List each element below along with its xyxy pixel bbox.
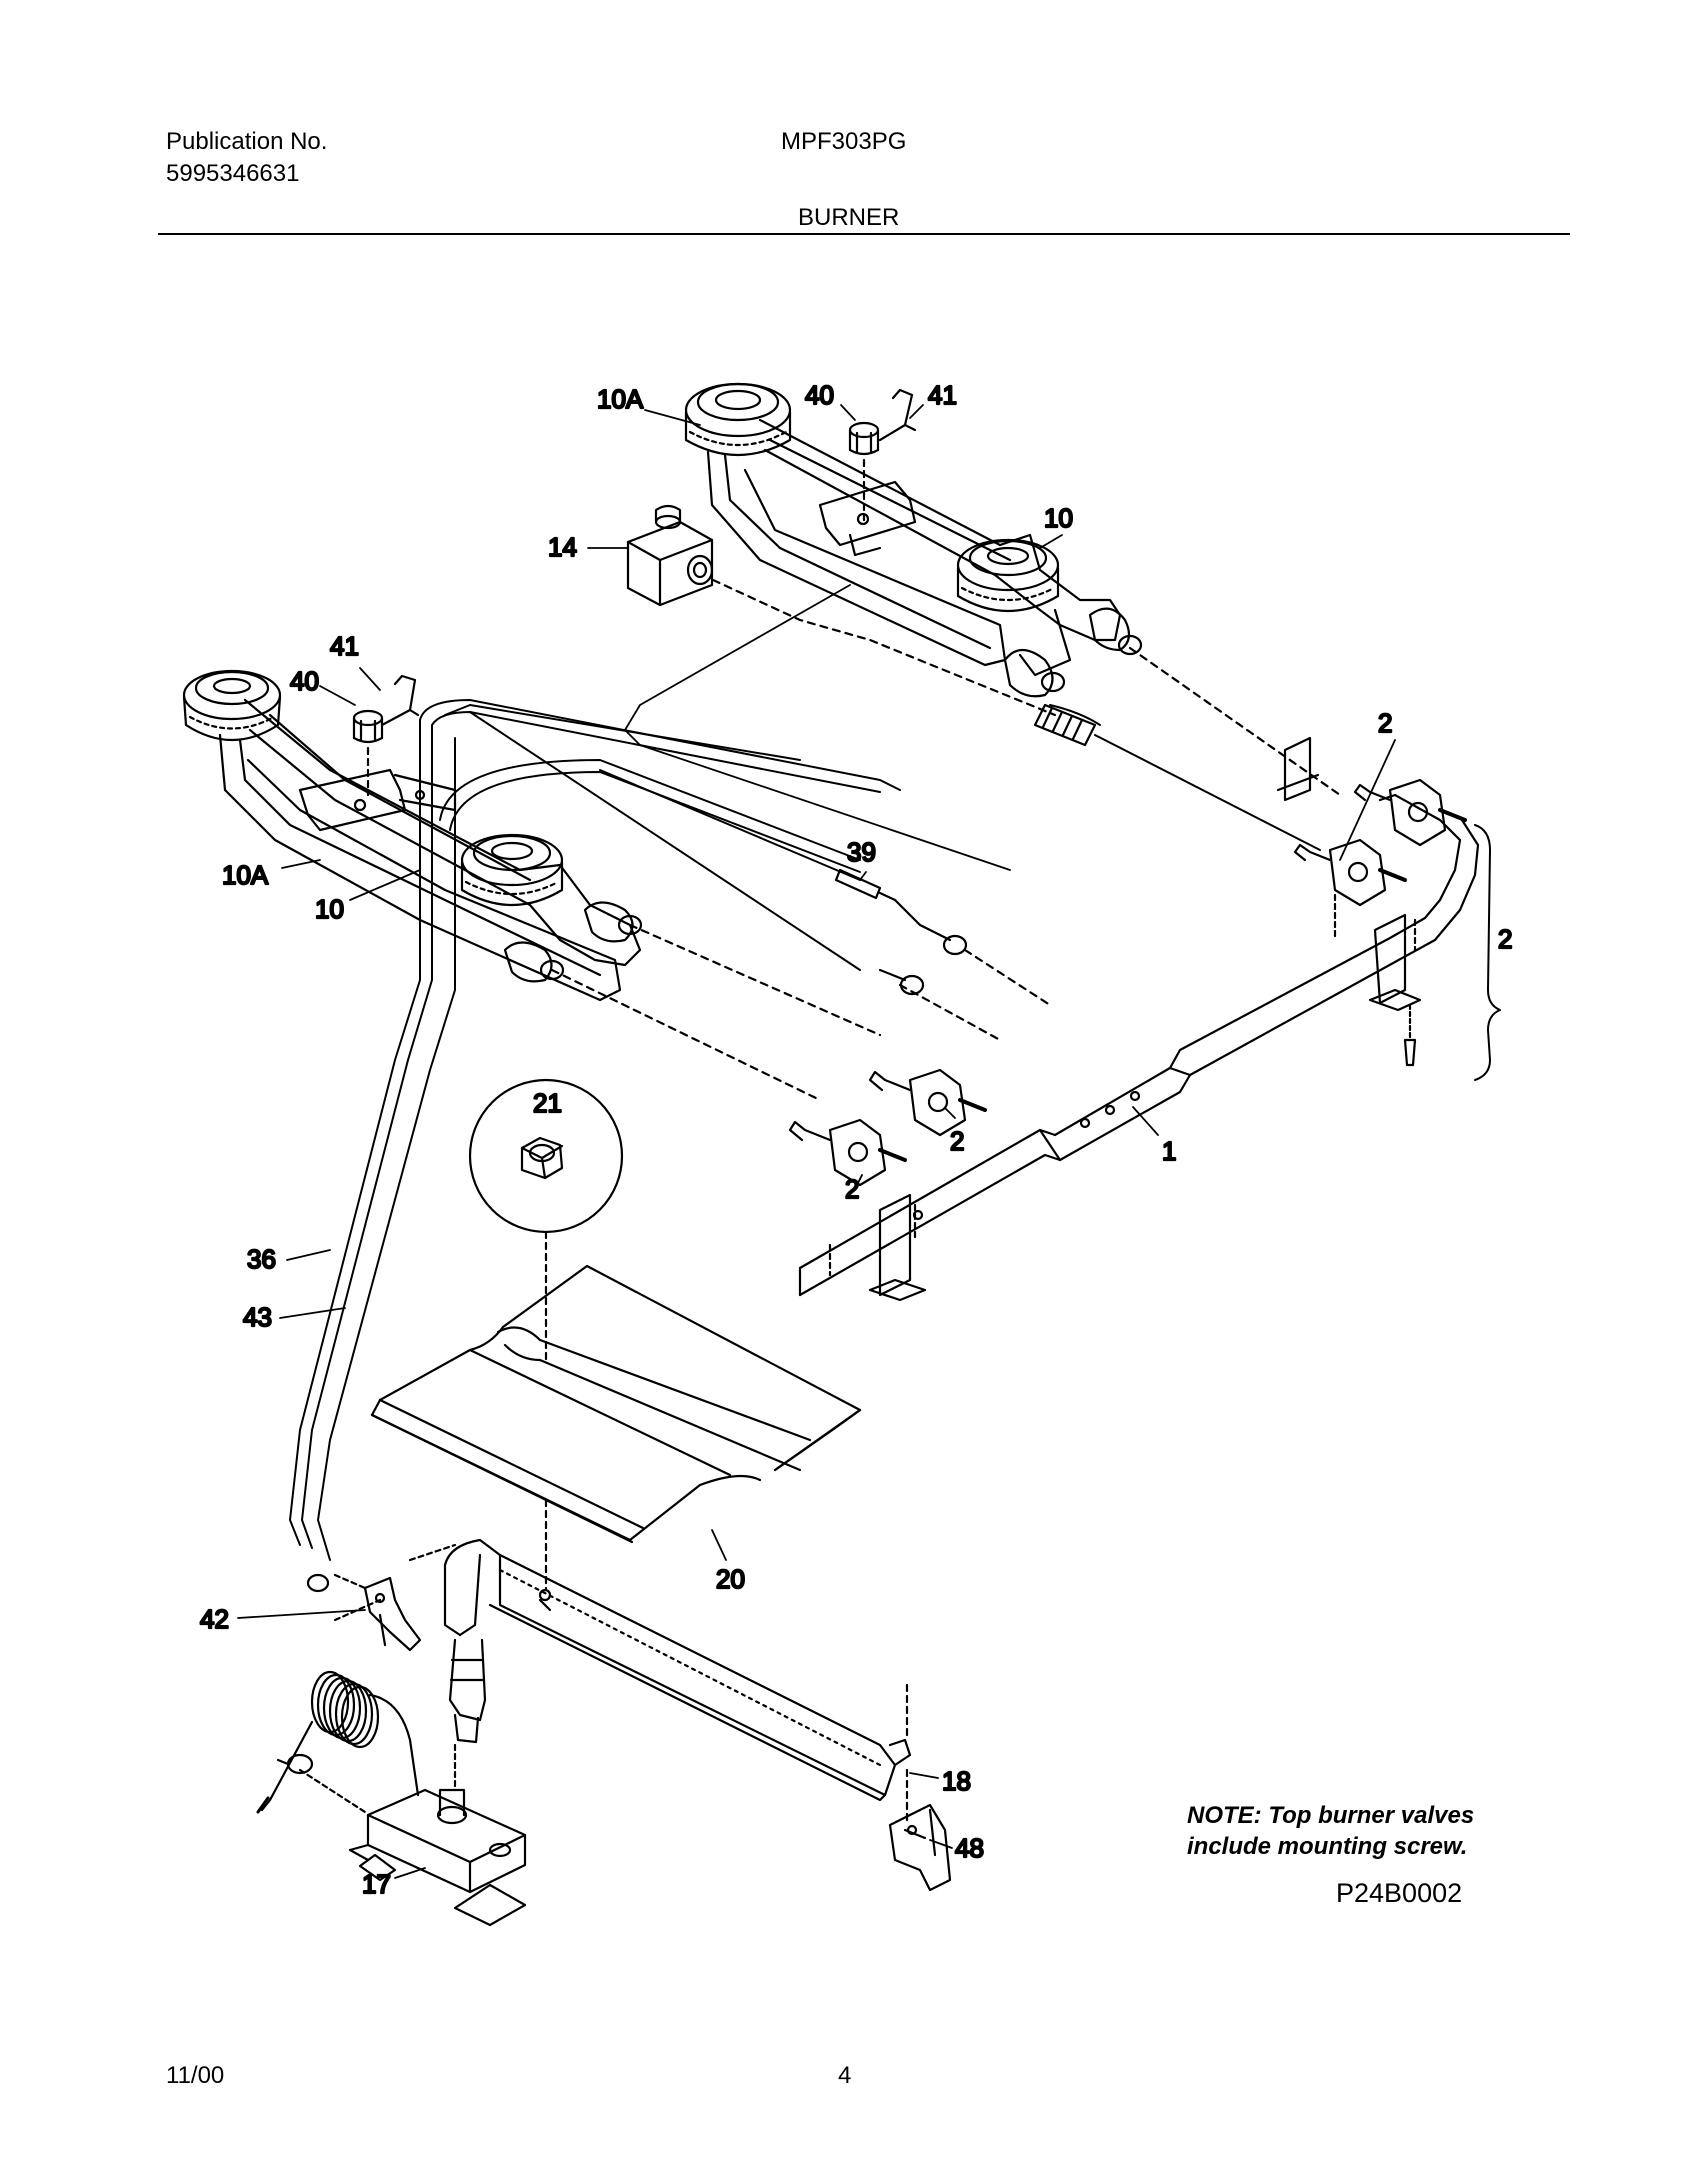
clip-41-left [380, 674, 420, 727]
callout-14: 14 [548, 532, 577, 562]
callout-40-rear: 40 [805, 380, 834, 410]
burner-head-10a-left [182, 669, 282, 741]
threaded-coupling [1033, 703, 1097, 747]
section-title: BURNER [798, 204, 900, 231]
publication-number: 5995346631 [166, 160, 300, 187]
electrode-40-rear [848, 421, 880, 456]
callout-36: 36 [247, 1244, 276, 1274]
callout-1: 1 [1162, 1136, 1176, 1166]
tube-36 [289, 719, 433, 1549]
callout-17: 17 [362, 1869, 391, 1899]
capillary-coil [256, 1670, 420, 1814]
header-rule [158, 233, 1570, 235]
pressure-regulator-14 [626, 504, 714, 607]
thermostat-valve-17 [348, 1788, 527, 1927]
leader-lines [237, 404, 1396, 1879]
callout-43: 43 [243, 1302, 272, 1332]
valve-2-b [1293, 838, 1407, 907]
burner-head-10-rear [956, 538, 1060, 612]
page-number: 4 [838, 2062, 852, 2089]
publication-label: Publication No. [166, 128, 328, 155]
tube-nut-lower [276, 1753, 314, 1775]
callout-2-mid: 2 [950, 1126, 964, 1156]
callout-48: 48 [955, 1833, 984, 1863]
burner-head-10-left [460, 833, 564, 906]
burner-head-10a-rear [684, 382, 792, 456]
callout-20: 20 [716, 1564, 745, 1594]
heat-shield-20 [370, 1264, 862, 1544]
callout-39: 39 [847, 837, 876, 867]
mounting-note: NOTE: Top burner valves include mounting… [1187, 1800, 1474, 1862]
valve-2-c [868, 1068, 987, 1137]
electrode-40-left [352, 709, 384, 744]
bracket-48 [888, 1803, 952, 1892]
callout-41-rear: 41 [928, 380, 957, 410]
tube-nut [306, 1573, 330, 1593]
callout-42: 42 [200, 1604, 229, 1634]
oven-burner-18 [443, 1538, 912, 1802]
callout-2-brace: 2 [1498, 924, 1512, 954]
model-number: MPF303PG [781, 128, 907, 155]
note-line-2: include mounting screw. [1187, 1833, 1468, 1860]
tube-43 [317, 704, 801, 1561]
note-line-1: NOTE: Top burner valves [1187, 1802, 1475, 1829]
callout-40-left: 40 [290, 666, 319, 696]
clip-41-rear [878, 388, 917, 442]
rear-burner-assembly [706, 418, 1122, 677]
manifold-1 [798, 793, 1480, 1297]
valve-2-d [788, 1118, 907, 1187]
callout-2-top: 2 [1378, 708, 1392, 738]
callout-2-low: 2 [845, 1174, 859, 1204]
callout-18: 18 [942, 1766, 971, 1796]
callout-10-rear: 10 [1044, 503, 1073, 533]
callout-10-left: 10 [315, 894, 344, 924]
diagram-code: P24B0002 [1336, 1878, 1463, 1908]
burner-bracket-rear [818, 480, 917, 557]
left-burner-assembly [218, 698, 642, 1002]
mounting-bracket-rear [1276, 736, 1320, 802]
mounting-screw [1403, 1003, 1417, 1067]
orifice-fitting-rear [1003, 607, 1143, 698]
footer-date: 11/00 [166, 2062, 225, 2089]
manifold-bracket-right [1368, 913, 1422, 1012]
callout-10a-rear: 10A [597, 384, 644, 414]
callout-41-left: 41 [330, 631, 359, 661]
bracket-42 [363, 1576, 422, 1652]
tube-fitting [878, 968, 925, 996]
thermocouple-39 [599, 769, 968, 956]
valve-2-a [1353, 778, 1467, 847]
callout-21: 21 [533, 1088, 562, 1118]
callout-10a-left: 10A [222, 860, 269, 890]
